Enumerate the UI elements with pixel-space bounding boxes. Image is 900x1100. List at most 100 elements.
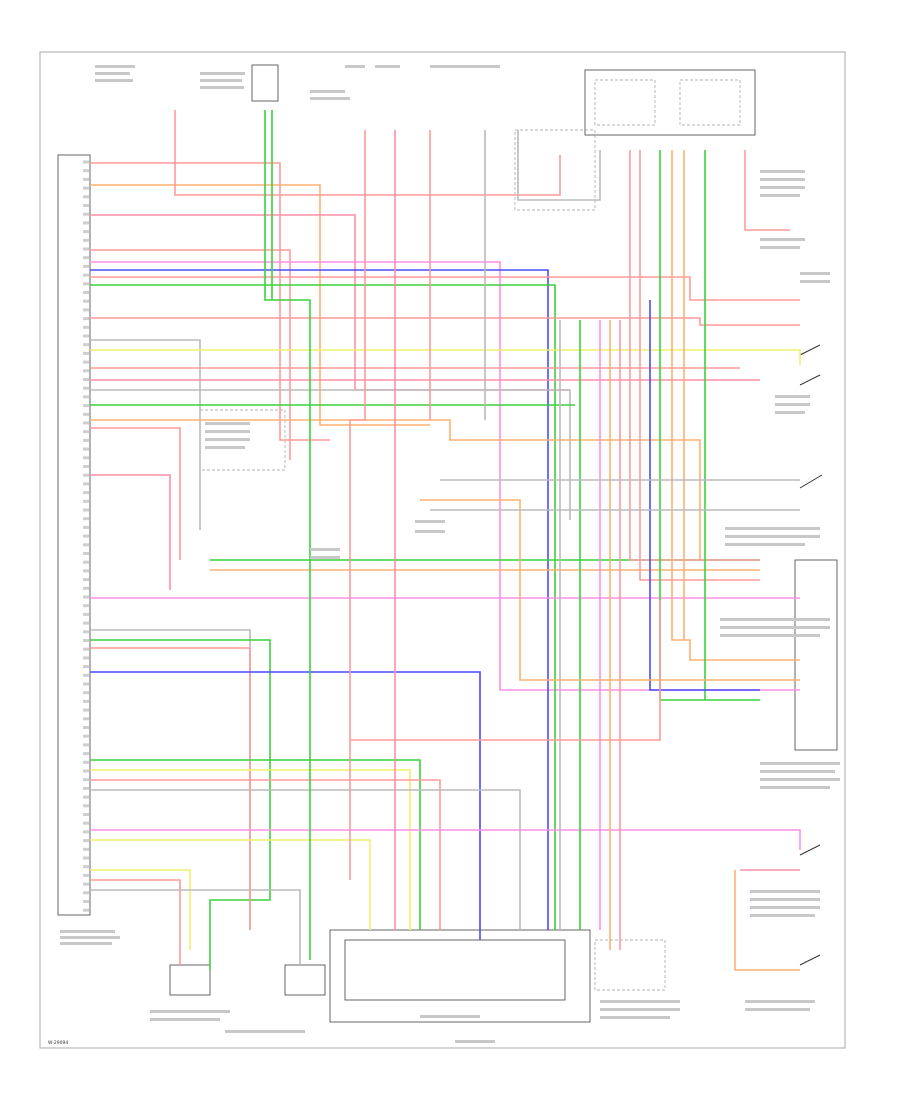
label-placeholder — [720, 634, 820, 637]
label-placeholder — [375, 65, 400, 68]
label-placeholder — [760, 194, 800, 197]
wire — [90, 759, 421, 930]
wire — [90, 276, 800, 301]
connector-pin — [83, 395, 89, 399]
right-connector — [794, 559, 838, 751]
label-placeholder — [760, 186, 805, 189]
label-placeholders — [60, 65, 840, 1043]
connector-pin — [83, 665, 89, 669]
connector-pin — [83, 291, 89, 294]
bottom-sensor-left — [169, 964, 211, 996]
wire — [90, 317, 800, 326]
label-placeholder — [415, 520, 445, 523]
connector-pin — [83, 195, 89, 199]
connector-pin — [83, 160, 89, 164]
wire — [90, 214, 570, 391]
label-placeholder — [200, 72, 245, 75]
label-placeholder — [95, 79, 133, 82]
connector-pin — [83, 734, 89, 738]
wire — [349, 130, 366, 880]
wire — [420, 499, 800, 681]
wire — [734, 870, 800, 971]
connector-pin — [83, 334, 89, 338]
connector-pin — [83, 264, 89, 268]
connector-pin — [83, 752, 89, 756]
wire — [90, 829, 801, 850]
connector-pin — [83, 839, 89, 843]
label-placeholder — [600, 1008, 680, 1011]
connector-pin — [83, 656, 89, 660]
label-placeholder — [95, 65, 135, 68]
label-placeholder — [760, 786, 830, 789]
wire — [90, 339, 201, 530]
range-switch-area — [594, 939, 666, 991]
wire — [639, 150, 760, 581]
label-placeholder — [775, 395, 810, 398]
label-placeholder — [760, 762, 840, 765]
label-placeholder — [760, 170, 805, 173]
connector-pin — [83, 169, 89, 173]
wire — [264, 110, 311, 960]
wire — [90, 769, 411, 930]
connector-pin — [83, 821, 89, 825]
wires — [90, 110, 801, 971]
connector-pin — [83, 412, 89, 416]
connector-pin — [83, 778, 89, 782]
connector-pin — [83, 900, 89, 903]
connector-pin — [83, 830, 89, 834]
connector-pin — [83, 343, 89, 347]
connector-pin — [83, 847, 89, 851]
label-placeholder — [720, 618, 830, 621]
label-placeholder — [760, 238, 805, 241]
connector-pin — [83, 882, 89, 886]
connector-pin — [83, 456, 89, 460]
connector-pin — [83, 247, 89, 251]
connector-pin — [83, 673, 89, 677]
connector-pin — [83, 743, 89, 747]
wire — [90, 839, 371, 930]
connector-pin — [83, 447, 89, 451]
label-placeholder — [420, 1015, 480, 1018]
connector-pins — [83, 160, 89, 912]
connector-pin — [83, 404, 89, 408]
connector-pin — [83, 351, 89, 355]
wire — [90, 389, 571, 520]
connector-pin — [83, 325, 89, 329]
connector-pin — [83, 586, 89, 590]
wire — [350, 600, 661, 741]
label-placeholder — [745, 1008, 810, 1011]
wire — [90, 284, 556, 930]
label-placeholder — [600, 1000, 680, 1003]
label-placeholder — [345, 65, 365, 68]
label-placeholder — [760, 246, 800, 249]
label-placeholder — [205, 446, 245, 449]
connector-pin — [83, 525, 89, 529]
connector-pin — [83, 317, 89, 321]
label-placeholder — [720, 626, 830, 629]
wire — [90, 261, 800, 691]
wire — [90, 879, 181, 965]
label-placeholder — [205, 422, 250, 425]
wire — [90, 474, 171, 590]
wire — [629, 150, 760, 561]
connector-pin — [83, 204, 89, 207]
connector-pin — [83, 282, 89, 286]
wire — [90, 349, 801, 365]
connector-pin — [83, 908, 89, 912]
label-placeholder — [800, 280, 830, 283]
connector-pin — [83, 438, 89, 442]
connector-pin — [83, 786, 89, 790]
label-placeholder — [205, 438, 250, 441]
connector-pin — [83, 639, 89, 642]
wire — [90, 647, 251, 930]
connector-pin — [83, 430, 89, 434]
label-placeholder — [150, 1010, 230, 1013]
connector-pin — [83, 717, 89, 721]
connector-pin — [83, 299, 89, 303]
label-placeholder — [800, 272, 830, 275]
label-placeholder — [745, 1000, 815, 1003]
connector-pin — [83, 856, 89, 860]
connector-pin — [83, 482, 89, 486]
label-placeholder — [750, 890, 820, 893]
